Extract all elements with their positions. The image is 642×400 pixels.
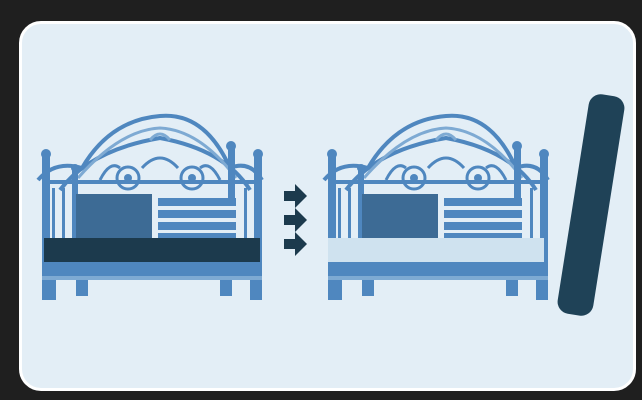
rolled-mattress-icon bbox=[556, 93, 626, 318]
bed-after-icon bbox=[324, 116, 549, 300]
bed-before-icon bbox=[38, 116, 263, 300]
dark-mattress bbox=[44, 238, 260, 262]
light-mattress bbox=[328, 238, 544, 262]
transition-arrows-icon bbox=[284, 184, 307, 256]
